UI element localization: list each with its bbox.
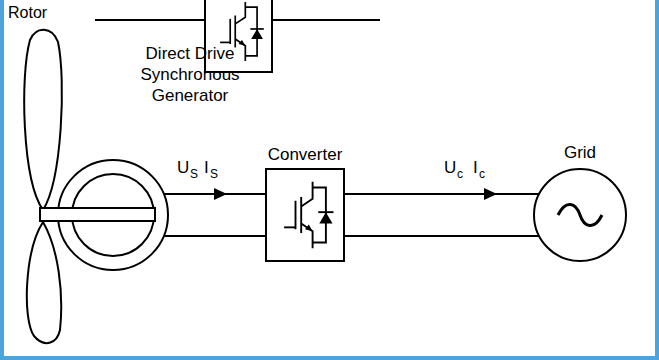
emitter-arrow — [239, 40, 246, 46]
converter-box: Converter — [265, 168, 345, 262]
igbt-part — [295, 201, 297, 230]
frame-border — [0, 356, 659, 360]
rotor-blade — [24, 30, 62, 210]
diode — [319, 212, 332, 223]
signal-name: I — [473, 159, 478, 178]
igbt-part — [318, 211, 333, 213]
igbt-part — [235, 39, 245, 61]
igbt-part — [245, 7, 257, 56]
emitter-arrow — [305, 225, 313, 232]
signal-name: U — [444, 159, 456, 178]
node-heading: Grid — [564, 142, 596, 163]
igbt-part — [301, 224, 312, 249]
shaft — [40, 208, 155, 221]
igbt-part — [301, 182, 312, 207]
frame-border — [0, 0, 4, 360]
wire-pair — [164, 194, 265, 236]
signal-name: U — [177, 159, 189, 178]
igbt-part — [313, 187, 326, 242]
signal-subscript: c — [457, 168, 463, 181]
signal-name: I — [204, 159, 209, 178]
wire — [95, 19, 205, 21]
igbt-part — [234, 16, 236, 48]
signal-subscript: c — [479, 168, 485, 181]
ac-symbol — [558, 204, 602, 225]
signal-subscript: S — [190, 168, 198, 181]
wire-pair — [345, 194, 539, 236]
igbt-part — [235, 2, 245, 24]
diode — [251, 29, 263, 39]
grid-circle: Grid — [533, 168, 627, 262]
igbt-part — [229, 19, 231, 44]
igbt-part — [300, 197, 302, 233]
igbt-part — [220, 42, 230, 44]
node-outline — [57, 159, 169, 271]
generator-circle: Direct Drive Synchronous Generator — [57, 159, 169, 271]
rotor-blade — [27, 222, 61, 343]
wire — [345, 235, 539, 237]
node-heading: Converter — [268, 144, 343, 165]
wire — [272, 19, 380, 21]
frame-border — [655, 0, 659, 360]
igbt-part — [284, 226, 295, 228]
outer-circle — [534, 169, 626, 261]
igbt-part — [250, 28, 263, 30]
wire — [164, 193, 265, 195]
wire — [164, 235, 265, 237]
node-outline — [533, 168, 627, 262]
node-heading: Direct Drive Synchronous Generator — [130, 43, 250, 106]
igbt-symbol — [267, 170, 343, 260]
wire — [345, 193, 539, 195]
signal-subscript: S — [210, 168, 218, 181]
part-name: Rotor — [8, 4, 47, 22]
